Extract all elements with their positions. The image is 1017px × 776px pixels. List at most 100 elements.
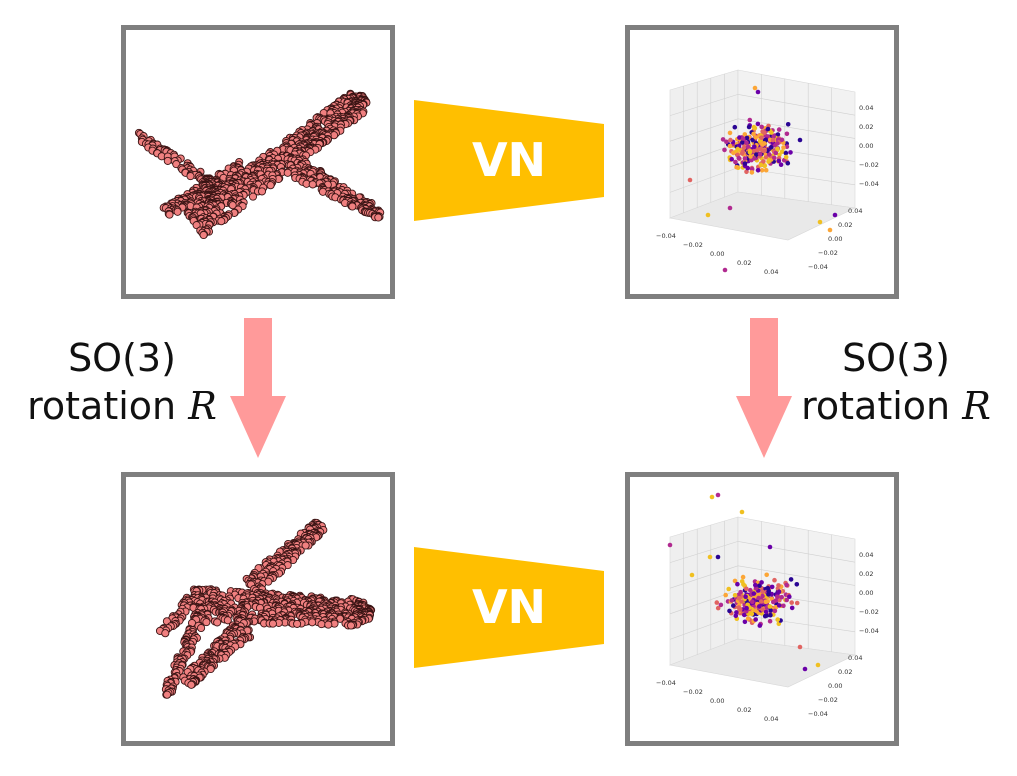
feature-point <box>797 644 803 650</box>
cloud-point <box>213 618 222 627</box>
feature-point <box>732 578 738 584</box>
feature-point <box>709 494 715 500</box>
cloud-point <box>257 187 267 196</box>
feature-point <box>715 492 721 498</box>
x-tick-label: 0.00 <box>710 697 724 705</box>
feature-point <box>739 599 744 604</box>
cloud-point <box>228 201 237 210</box>
feature-point <box>732 593 738 598</box>
feature-point <box>787 594 792 599</box>
feature-point <box>766 157 772 163</box>
rotation-symbol: R <box>188 384 217 428</box>
feature-point <box>772 155 777 161</box>
feature-point <box>788 150 793 155</box>
feature-point <box>763 154 769 160</box>
feature-point <box>737 607 743 612</box>
cloud-point <box>293 619 302 628</box>
x-tick-label: −0.02 <box>683 688 703 696</box>
feature-point <box>776 127 782 132</box>
feature-point <box>735 146 740 152</box>
feature-3d-scatter-plot: 0.040.020.00−0.02−0.04−0.04−0.020.000.02… <box>656 69 879 276</box>
feature-point <box>768 608 773 613</box>
y-tick-label: −0.04 <box>808 263 828 271</box>
rotation-label-right: SO(3) rotation R <box>790 334 1002 430</box>
y-tick-label: 0.02 <box>838 221 852 229</box>
feature-point <box>744 135 750 141</box>
rotation-word: rotation <box>801 384 951 428</box>
feature-point <box>753 135 758 140</box>
feature-point <box>724 139 729 145</box>
feature-point <box>760 142 765 147</box>
x-tick-label: −0.04 <box>656 232 676 240</box>
feature-point <box>762 163 767 168</box>
feature-point <box>815 662 821 668</box>
feature-point <box>757 151 763 157</box>
feature-point <box>776 158 782 164</box>
feature-point <box>764 572 769 578</box>
feature-point <box>768 145 774 150</box>
feature-point <box>740 140 745 145</box>
feature-point <box>757 604 762 609</box>
feature-point <box>767 618 773 624</box>
feature-point <box>775 146 780 152</box>
y-tick-label: 0.04 <box>848 207 862 215</box>
feature-point <box>744 586 749 592</box>
feature-point <box>736 155 742 161</box>
feature-point <box>738 589 743 595</box>
feature-point <box>817 219 823 225</box>
feature-point <box>722 267 728 273</box>
feature-point <box>728 137 733 143</box>
feature-point <box>750 137 755 143</box>
feature-point <box>752 125 758 131</box>
feature-point <box>783 154 789 160</box>
rotation-group-text: SO(3) <box>68 336 176 380</box>
z-tick-label: 0.02 <box>859 570 873 578</box>
y-tick-label: 0.02 <box>838 668 852 676</box>
trapezoid-encoder-icon <box>414 547 604 668</box>
feature-point <box>736 595 742 601</box>
feature-point <box>773 150 779 156</box>
axis-pane-floor <box>668 638 857 688</box>
cloud-point <box>248 192 258 201</box>
feature-point <box>735 581 740 587</box>
feature-point <box>741 145 747 150</box>
cloud-point <box>266 181 275 190</box>
cloud-point <box>217 217 226 226</box>
feature-point <box>757 583 762 588</box>
feature-point <box>772 577 777 583</box>
feature-point <box>737 135 742 140</box>
grid-line <box>669 167 739 193</box>
cloud-point <box>165 210 174 219</box>
feature-point <box>752 85 758 91</box>
y-tick-label: 0.00 <box>828 235 842 243</box>
feature-point <box>745 616 751 621</box>
feature-point <box>742 132 748 137</box>
feature-point <box>772 608 778 614</box>
feature-point <box>758 599 764 604</box>
feature-point <box>705 212 711 218</box>
feature-point <box>746 124 752 130</box>
cloud-point <box>308 180 317 189</box>
cloud-point <box>374 213 383 222</box>
down-arrow-icon <box>736 318 792 458</box>
feature-point <box>794 600 800 606</box>
grid-line <box>669 614 739 640</box>
z-tick-label: 0.04 <box>859 104 873 112</box>
y-tick-label: −0.02 <box>818 249 838 257</box>
y-tick-label: 0.00 <box>828 682 842 690</box>
feature-point <box>758 162 764 168</box>
feature-point <box>766 152 772 157</box>
feature-point <box>759 580 764 585</box>
feature-point <box>752 144 757 149</box>
vn-encoder-label: VN <box>471 580 547 634</box>
feature-point <box>797 137 803 143</box>
axis-pane-floor <box>668 191 857 241</box>
grid-line <box>669 565 739 589</box>
feature-point <box>765 126 771 132</box>
cloud-point <box>346 621 356 630</box>
grid-line <box>669 94 739 116</box>
feature-point <box>751 131 756 137</box>
cloud-point <box>187 680 196 689</box>
y-tick-label: −0.02 <box>818 696 838 704</box>
y-tick-label: −0.04 <box>808 710 828 718</box>
